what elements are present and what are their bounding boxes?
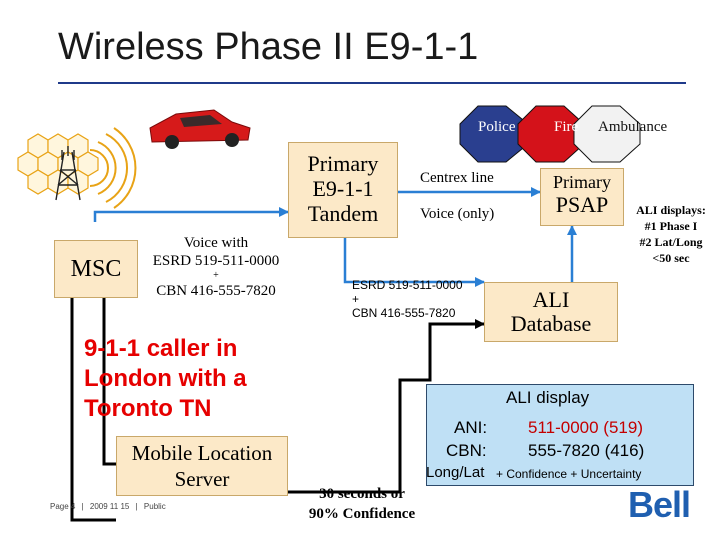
cbn-value: 555-7820 (416) xyxy=(528,441,645,460)
voice-with-line-3: CBN 416-555-7820 xyxy=(156,283,276,299)
ali-displays-line-1: ALI displays: xyxy=(636,203,706,217)
police-octagon xyxy=(459,105,529,163)
esrd-query-line-2: CBN 416-555-7820 xyxy=(352,306,456,320)
police-label: Police xyxy=(478,119,516,135)
ali-db-line-1: ALI xyxy=(532,287,570,312)
tandem-line-1: Primary xyxy=(307,151,379,176)
mls-line-1: Mobile Location xyxy=(131,441,273,465)
footer-separator-2: | xyxy=(135,502,138,511)
ambulance-label: Ambulance xyxy=(598,119,668,135)
confidence-line-1: 30 seconds or xyxy=(319,486,405,502)
confidence-uncertainty-label: + Confidence + Uncertainty xyxy=(496,467,642,481)
tandem-to-ali-arrow xyxy=(343,236,485,287)
msc-box: MSC xyxy=(54,240,138,298)
voice-with-line-2: ESRD 519-511-0000 xyxy=(152,253,280,269)
ali-database-box: ALI Database xyxy=(484,282,618,342)
footer: Page 4 | 2009 11 15 | Public xyxy=(50,502,166,511)
psap-box: Primary PSAP xyxy=(540,168,624,226)
ali-displays-line-4: <50 sec xyxy=(652,251,690,265)
tandem-line-3: Tandem xyxy=(307,201,379,226)
car-icon xyxy=(149,109,251,149)
ali-displays-line-2: #1 Phase I xyxy=(644,219,698,233)
tandem-box: Primary E9-1-1 Tandem xyxy=(288,142,398,238)
signal-waves-icon xyxy=(89,127,137,209)
voice-with-plus: + xyxy=(213,270,219,281)
esrd-query-line-1: ESRD 519-511-0000 xyxy=(352,278,463,292)
ani-value: 511-0000 (519) xyxy=(528,418,643,437)
ali-db-line-2: Database xyxy=(510,311,592,336)
footer-separator-1: | xyxy=(81,502,84,511)
msc-to-tandem-arrow xyxy=(93,207,289,222)
confidence-label: 30 seconds or 90% Confidence xyxy=(292,484,432,524)
voice-only-label: Voice (only) xyxy=(420,206,495,222)
ali-displays-note: ALI displays: #1 Phase I #2 Lat/Long <50… xyxy=(626,202,716,266)
cbn-label: CBN: xyxy=(446,441,487,460)
caller-line-2: London with a xyxy=(84,365,247,392)
ali-displays-line-3: #2 Lat/Long xyxy=(639,235,703,249)
confidence-line-2: 90% Confidence xyxy=(308,506,416,522)
slide-title: Wireless Phase II E9-1-1 xyxy=(58,26,479,68)
caller-line-1: 9-1-1 caller in xyxy=(84,335,238,362)
fire-label: Fire xyxy=(554,119,579,135)
psap-line-1: Primary xyxy=(553,172,611,192)
footer-date: 2009 11 15 xyxy=(89,502,130,511)
latlong-label: Long/Lat xyxy=(426,464,485,481)
caller-label: 9-1-1 caller in London with a Toronto TN xyxy=(84,334,247,424)
ali-display-title: ALI display xyxy=(506,388,590,407)
footer-page: Page 4 xyxy=(50,502,76,511)
mls-to-ali-arrow xyxy=(286,319,485,494)
voice-with-label: Voice with ESRD 519-511-0000 + CBN 416-5… xyxy=(136,234,296,300)
fire-octagon xyxy=(517,105,585,163)
ani-label: ANI: xyxy=(454,418,488,437)
cell-tower-icon xyxy=(55,146,81,201)
mls-line-2: Server xyxy=(174,467,230,491)
esrd-query-plus: + xyxy=(352,292,360,306)
title-rule xyxy=(58,82,686,84)
mobile-location-server-box: Mobile Location Server xyxy=(116,436,288,496)
centrex-line-label: Centrex line xyxy=(420,170,494,186)
footer-classification: Public xyxy=(143,502,166,511)
esrd-query-label: ESRD 519-511-0000 + CBN 416-555-7820 xyxy=(352,278,463,320)
voice-with-line-1: Voice with xyxy=(183,235,249,251)
caller-line-3: Toronto TN xyxy=(84,395,212,422)
ambulance-octagon xyxy=(573,105,641,163)
tandem-line-2: E9-1-1 xyxy=(312,176,374,201)
bell-logo: Bell xyxy=(628,484,691,525)
mls-return-arrow xyxy=(99,285,116,466)
psap-line-2: PSAP xyxy=(555,192,609,217)
ali-display-panel xyxy=(426,384,694,486)
